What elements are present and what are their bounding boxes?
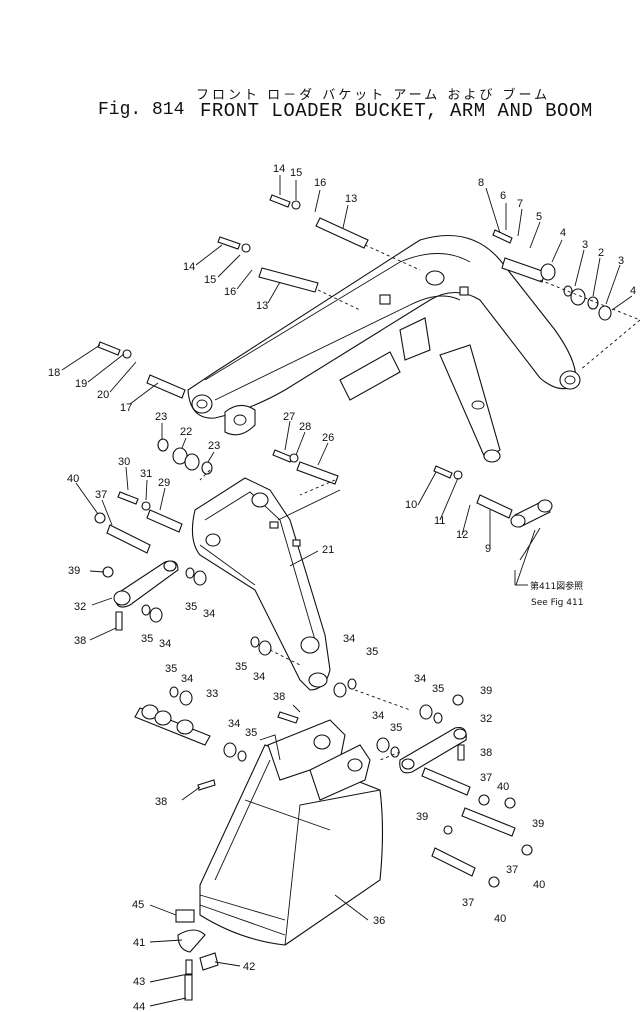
callout-34: 34 [343,633,355,645]
callout-5: 5 [536,211,542,223]
callout-41: 41 [133,937,145,949]
callout-9: 9 [485,543,491,555]
part-callouts: 14 15 16 13 14 15 16 13 8 6 7 5 4 3 2 3 … [48,163,636,1012]
callout-19: 19 [75,378,87,390]
callout-39: 39 [416,811,428,823]
callout-38: 38 [273,691,285,703]
callout-36: 36 [373,915,385,927]
title-japanese: フロント ロ－ダ バケット アーム および ブーム [196,88,551,103]
side-cutter [175,909,219,975]
callout-23: 23 [155,411,167,423]
callout-34: 34 [159,638,171,650]
callout-42: 42 [243,961,255,973]
callout-34: 34 [228,718,240,730]
nuts [94,200,533,888]
callout-39: 39 [532,818,544,830]
callout-37: 37 [95,489,107,501]
callout-34: 34 [372,710,384,722]
callout-37: 37 [480,772,492,784]
callout-35: 35 [390,722,402,734]
callout-39: 39 [68,565,80,577]
boom-cylinder [339,344,501,463]
callout-22: 22 [180,426,192,438]
reference-note: 第411図参照 See Fig 411 [514,570,583,608]
link-right [399,726,467,774]
boom [187,234,581,436]
callout-34: 34 [253,671,265,683]
callout-38: 38 [480,747,492,759]
callout-34: 34 [181,673,193,685]
reference-note-en: See Fig 411 [531,598,583,608]
callout-11: 11 [434,515,445,527]
title-english: FRONT LOADER BUCKET, ARM AND BOOM [200,100,593,122]
callout-38: 38 [74,635,86,647]
callout-16: 16 [224,286,236,298]
callout-44: 44 [133,1001,145,1012]
callout-8: 8 [478,177,484,189]
callout-40: 40 [497,781,509,793]
callout-40: 40 [67,473,79,485]
leader-lines [61,175,633,641]
callout-29: 29 [158,477,170,489]
figure-number: Fig. 814 [98,100,185,120]
callout-16: 16 [314,177,326,189]
reference-note-jp: 第411図参照 [530,580,583,592]
callout-3: 3 [618,255,624,267]
callout-34: 34 [414,673,426,685]
callout-23: 23 [208,440,220,452]
callout-15: 15 [204,274,216,286]
leader-lines-bottom [149,704,369,1007]
callout-27: 27 [283,411,295,423]
callout-2: 2 [598,247,604,259]
arm [191,477,341,691]
bushings-and-washers [141,263,612,762]
callout-7: 7 [517,198,523,210]
bolts [97,194,513,1001]
callout-12: 12 [456,529,468,541]
callout-34: 34 [203,608,215,620]
arm-cylinder [510,499,553,561]
callout-15: 15 [290,167,302,179]
callout-35: 35 [366,646,378,658]
callout-18: 18 [48,367,60,379]
callout-26: 26 [322,432,334,444]
callout-40: 40 [494,913,506,925]
callout-35: 35 [432,683,444,695]
callout-39: 39 [480,685,492,697]
callout-6: 6 [500,190,506,202]
callout-30: 30 [118,456,130,468]
callout-3: 3 [582,239,588,251]
callout-4: 4 [560,227,566,239]
callout-13: 13 [345,193,357,205]
callout-14: 14 [183,261,195,273]
callout-13: 13 [256,300,268,312]
callout-32: 32 [480,713,492,725]
callout-21: 21 [322,544,334,556]
callout-4: 4 [630,285,636,297]
link-left [113,560,179,608]
assembly-lines [199,244,641,761]
pins [106,217,546,877]
callout-31: 31 [140,468,152,480]
callout-35: 35 [185,601,197,613]
callout-20: 20 [97,389,109,401]
callout-28: 28 [299,421,311,433]
callout-35: 35 [235,661,247,673]
callout-37: 37 [506,864,518,876]
callout-14: 14 [273,163,285,175]
callout-33: 33 [206,688,218,700]
callout-35: 35 [165,663,177,675]
callout-45: 45 [132,899,144,911]
callout-38: 38 [155,796,167,808]
callout-35: 35 [141,633,153,645]
bucket [199,719,384,946]
callout-35: 35 [245,727,257,739]
callout-10: 10 [405,499,417,511]
callout-17: 17 [120,402,132,414]
callout-32: 32 [74,601,86,613]
callout-43: 43 [133,976,145,988]
callout-40: 40 [533,879,545,891]
callout-37: 37 [462,897,474,909]
